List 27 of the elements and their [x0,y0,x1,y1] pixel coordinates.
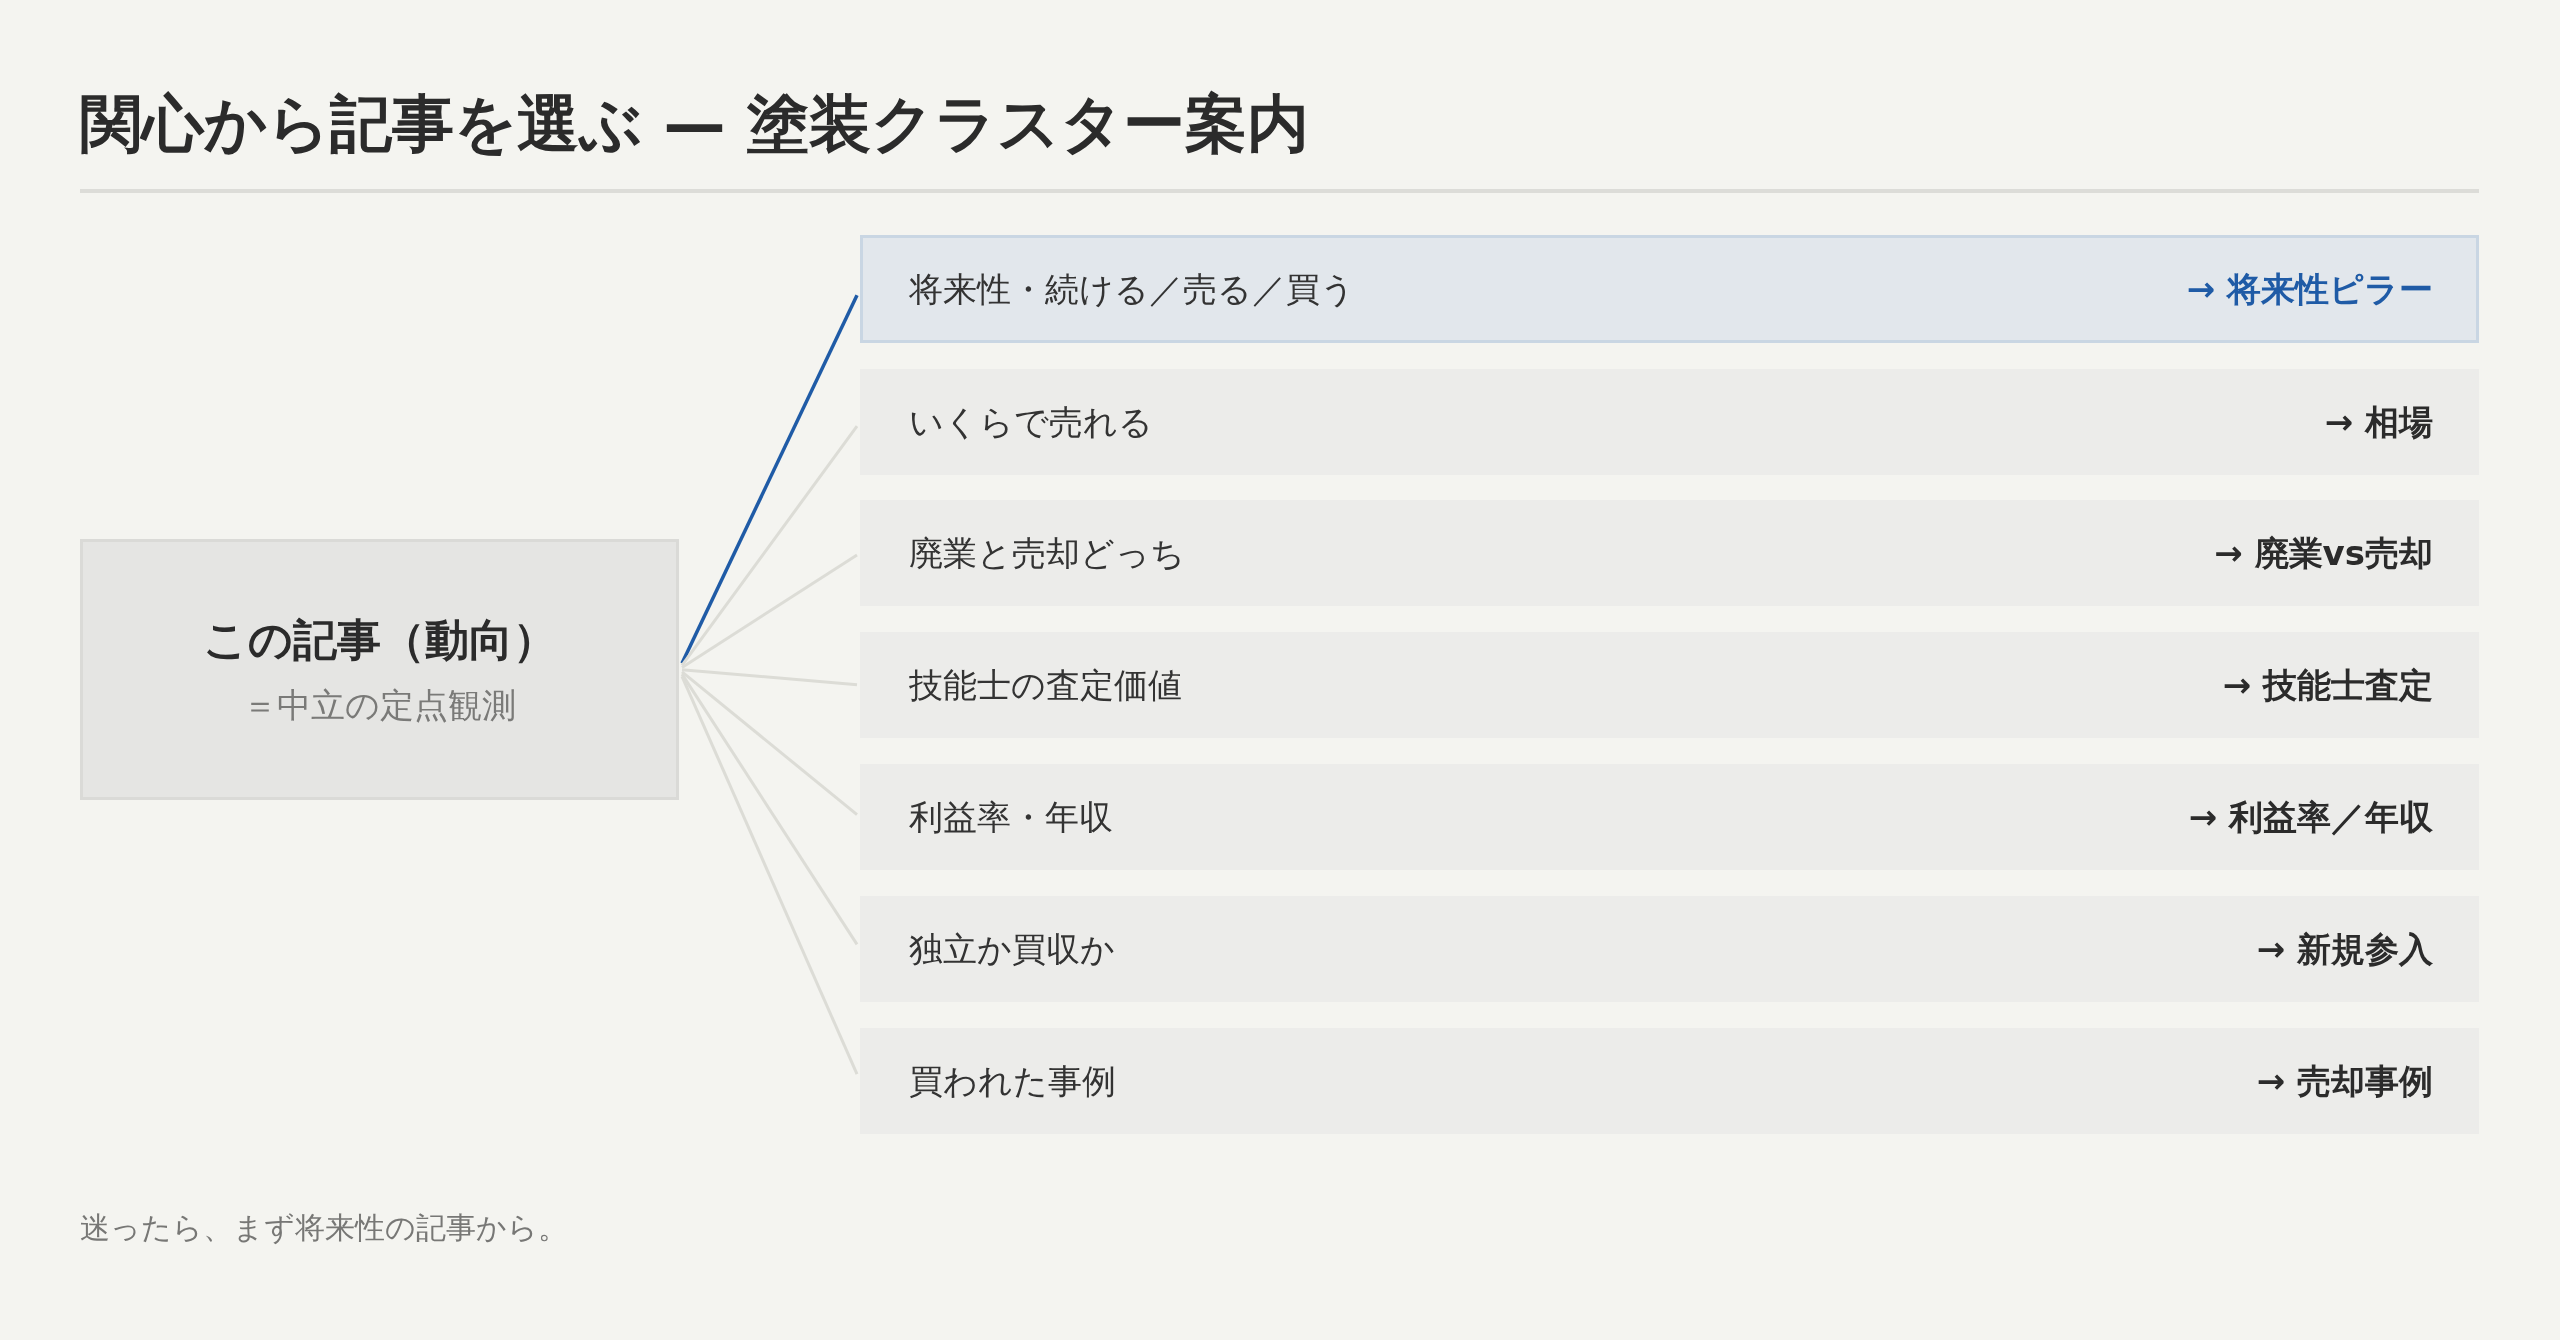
topic-label: 買われた事例 [909,1060,1116,1103]
target-label: → 売却事例 [2256,1060,2433,1103]
connector-line [681,670,858,816]
target-label: → 相場 [2324,401,2433,444]
target-label: → 技能士査定 [2222,664,2433,707]
connector-line [680,675,859,1075]
box-heading: この記事（動向） [202,612,557,667]
topic-label: 廃業と売却どっち [909,532,1185,575]
diagram-title: 関心から記事を選ぶ — 塗装クラスター案内 [80,86,1310,162]
connector-line [680,294,859,664]
target-label: → 廃業vs売却 [2214,532,2433,575]
footnote: 迷ったら、まず将来性の記事から。 [80,1209,568,1247]
topic-label: 独立か買収か [909,928,1115,971]
box-subheading: ＝中立の定点観測 [243,683,516,727]
topic-label: いくらで売れる [909,401,1153,444]
target-label: → 利益率／年収 [2188,796,2433,839]
connector-line [681,553,858,669]
connector-line [681,668,858,687]
summary-box [80,539,679,800]
topic-label: 将来性・続ける／売る／買う [909,268,1355,311]
connector-line [680,425,859,667]
target-label: → 新規参入 [2256,928,2433,971]
target-label: → 将来性ピラー [2186,268,2433,311]
topic-label: 技能士の査定価値 [909,664,1182,707]
connector-line [680,673,859,946]
topic-row [860,235,2479,343]
topic-label: 利益率・年収 [909,796,1113,839]
